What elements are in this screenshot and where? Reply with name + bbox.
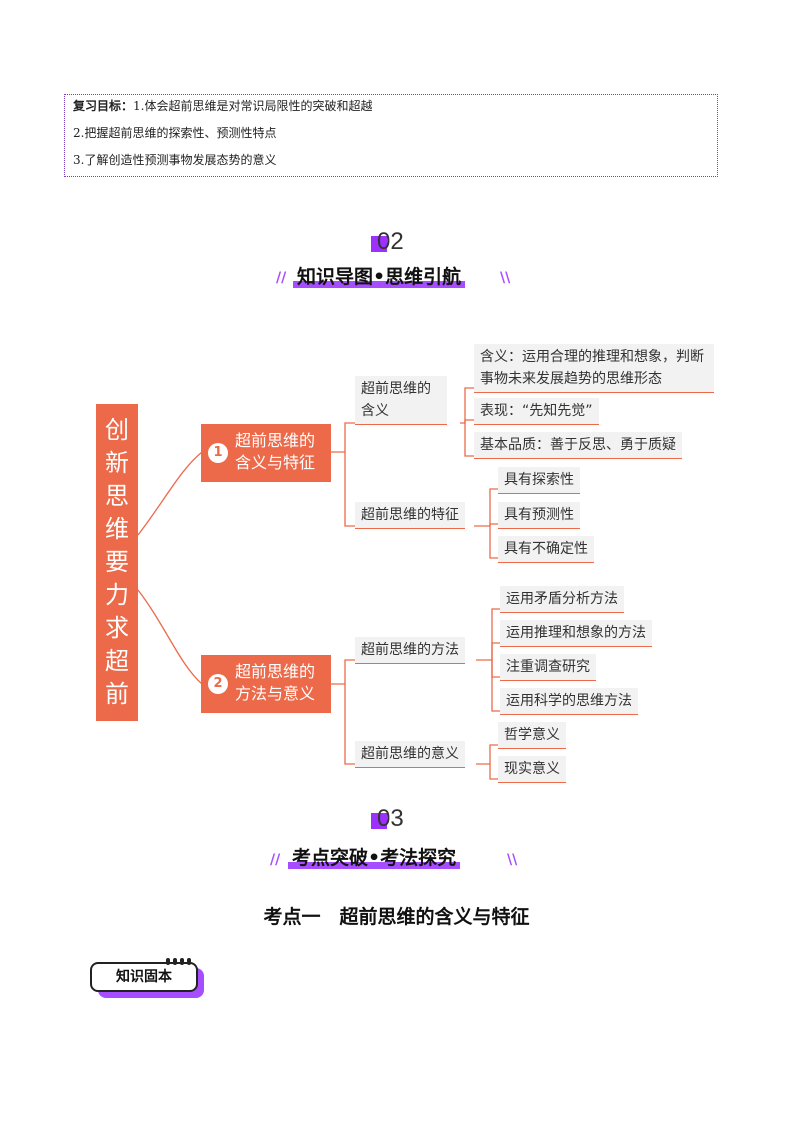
exam-point-title: 考点一 超前思维的含义与特征 (263, 906, 530, 928)
node-basic-quality: 基本品质：善于反思、勇于质疑 (474, 432, 682, 459)
section-number-03: 03 (371, 805, 404, 833)
goal-line-1: 复习目标：1.体会超前思维是对常识局限性的突破和超越 (73, 97, 372, 114)
number-badge-1: 1 (208, 443, 228, 463)
node-significance: 超前思维的意义 (355, 741, 465, 768)
slash-decoration-left: // (276, 270, 287, 286)
node-expression: 表现：“先知先觉” (474, 398, 599, 425)
badge-label: 知识固本 (90, 962, 198, 992)
mindmap-branch-1: 1 超前思维的 含义与特征 (201, 424, 331, 482)
node-investigation: 注重调查研究 (500, 654, 596, 681)
goal-line-2: 2.把握超前思维的探索性、预测性特点 (73, 126, 277, 140)
slash-decoration-right: \\ (507, 852, 518, 868)
node-methods: 超前思维的方法 (355, 637, 465, 664)
node-definition: 含义：运用合理的推理和想象，判断 事物未来发展趋势的思维形态 (474, 344, 714, 393)
node-uncertain: 具有不确定性 (498, 536, 594, 563)
goal-label: 复习目标： (73, 99, 134, 113)
section-title-exam: 考点突破•考法探究 (288, 843, 461, 870)
review-goals-box: 复习目标：1.体会超前思维是对常识局限性的突破和超越 2.把握超前思维的探索性、… (64, 94, 718, 177)
knowledge-badge: 知识固本 (90, 958, 204, 998)
number-badge-2: 2 (208, 674, 228, 694)
mindmap-root: 创新思 维要力 求超前 (96, 404, 138, 721)
node-philosophical: 哲学意义 (498, 722, 566, 749)
slash-decoration-left: // (270, 852, 281, 868)
node-practical: 现实意义 (498, 756, 566, 783)
node-reasoning-imagination: 运用推理和想象的方法 (500, 620, 652, 647)
node-predictive: 具有预测性 (498, 502, 580, 529)
slash-decoration-right: \\ (500, 270, 511, 286)
mindmap-branch-2: 2 超前思维的 方法与意义 (201, 655, 331, 713)
node-meaning: 超前思维的 含义 (355, 376, 447, 425)
node-features: 超前思维的特征 (355, 502, 465, 529)
goal-line-3: 3.了解创造性预测事物发展态势的意义 (73, 153, 277, 167)
node-scientific-method: 运用科学的思维方法 (500, 688, 638, 715)
section-title-mindmap: 知识导图•思维引航 (293, 262, 466, 289)
goal-text-1: 1.体会超前思维是对常识局限性的突破和超越 (133, 99, 373, 113)
node-contradiction-analysis: 运用矛盾分析方法 (500, 586, 624, 613)
node-exploratory: 具有探索性 (498, 467, 580, 494)
